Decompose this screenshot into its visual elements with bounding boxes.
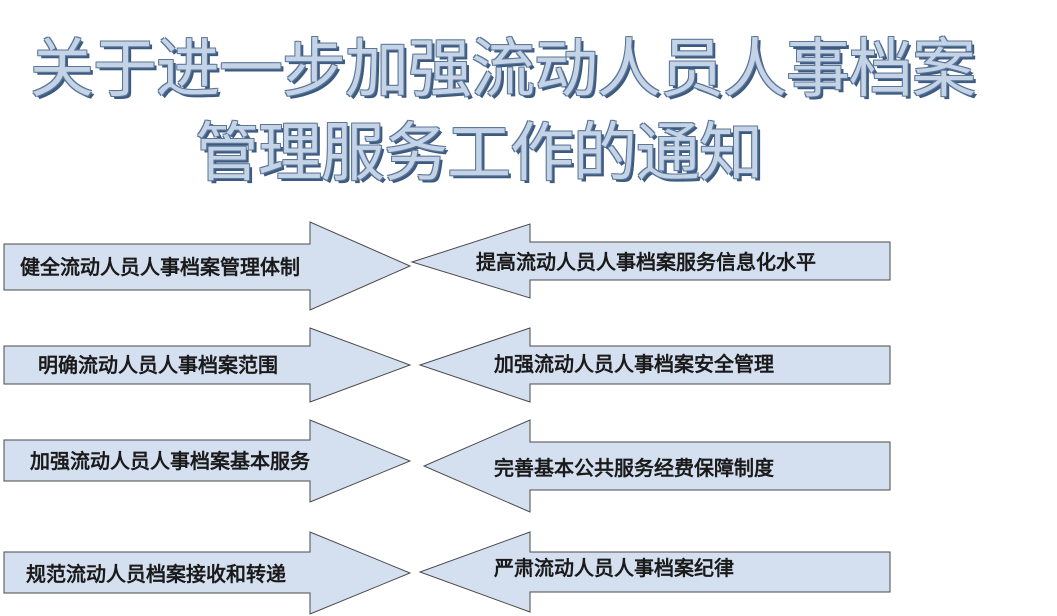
left-arrow-3 bbox=[3, 419, 412, 503]
right-arrow-4 bbox=[418, 531, 891, 613]
left-arrow-4 bbox=[3, 531, 412, 615]
right-item-1: 提高流动人员人事档案服务信息化水平 bbox=[476, 250, 816, 274]
left-item-1: 健全流动人员人事档案管理体制 bbox=[20, 255, 300, 279]
left-arrow-1 bbox=[3, 221, 412, 311]
right-item-3: 完善基本公共服务经费保障制度 bbox=[494, 456, 774, 480]
left-item-4: 规范流动人员档案接收和转递 bbox=[26, 562, 286, 586]
title-line-2: 管理服务工作的通知 bbox=[195, 117, 763, 191]
right-arrow-1 bbox=[410, 223, 891, 299]
left-arrow-2 bbox=[3, 327, 412, 403]
right-item-2: 加强流动人员人事档案安全管理 bbox=[494, 352, 774, 376]
right-arrow-3 bbox=[422, 419, 891, 513]
right-item-4: 严肃流动人员人事档案纪律 bbox=[494, 556, 734, 580]
right-arrow-2 bbox=[418, 327, 891, 403]
left-item-2: 明确流动人员人事档案范围 bbox=[38, 353, 278, 377]
title-line-1: 关于进一步加强流动人员人事档案 bbox=[30, 33, 976, 107]
left-item-3: 加强流动人员人事档案基本服务 bbox=[30, 449, 310, 473]
